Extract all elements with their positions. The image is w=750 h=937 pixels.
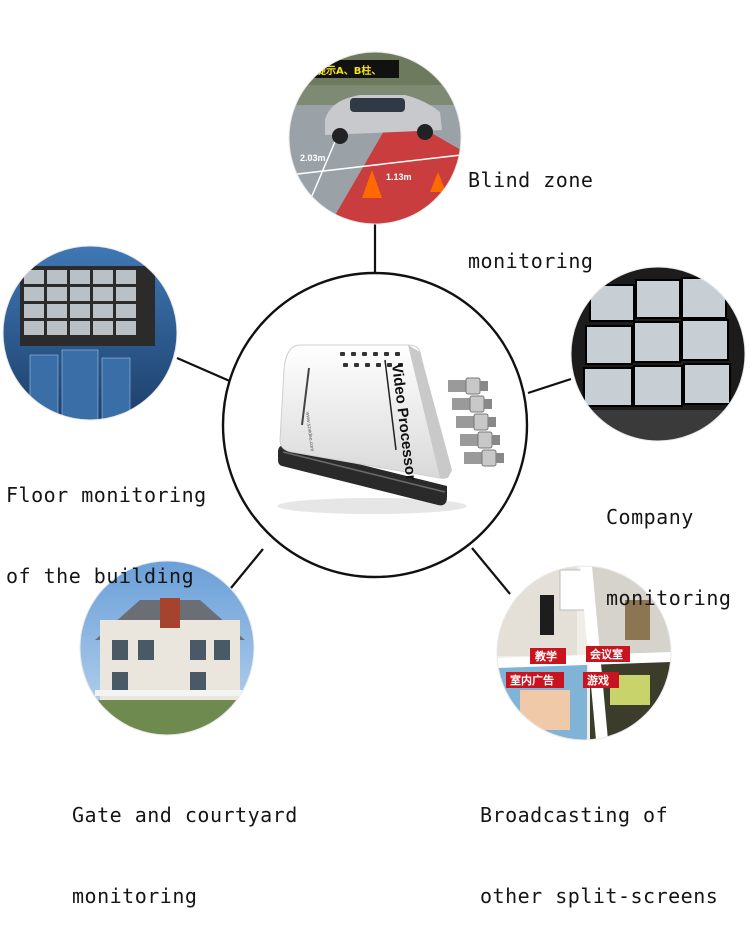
distance-left: 2.03m [300, 153, 326, 163]
device-small-text: www.szvideo.com [304, 412, 315, 452]
caption-company-line2: monitoring [606, 586, 732, 610]
page: Video Processor www.szvideo.com 盲区提示A、B柱… [2, 51, 746, 908]
broadcast-label-game: 游戏 [587, 673, 609, 687]
connector-right [527, 377, 572, 395]
caption-blind-zone: Blind zone monitoring [468, 113, 593, 302]
caption-gate-line1: Gate and courtyard [72, 803, 298, 827]
caption-broadcast-line1: Broadcasting of [480, 803, 669, 827]
caption-company: Company monitoring [606, 450, 731, 639]
caption-broadcast: Broadcasting of other split-screens [480, 748, 718, 937]
caption-blind-zone-line2: monitoring [468, 249, 594, 273]
caption-floor: Floor monitoring of the building [6, 428, 207, 617]
caption-floor-line1: Floor monitoring [6, 483, 207, 507]
connector-left [176, 356, 233, 384]
caption-broadcast-line2: other split-screens [480, 884, 719, 908]
broadcast-label-ads: 室内广告 [510, 673, 554, 687]
blind-zone-photo: 盲区提示A、B柱、 2.03m 1.13m [289, 52, 461, 224]
bnc-connectors [448, 377, 504, 467]
caption-company-line1: Company [606, 505, 694, 529]
video-processor-device: Video Processor www.szvideo.com [277, 344, 504, 514]
caption-gate: Gate and courtyard monitoring [72, 748, 298, 937]
blind-zone-banner: 盲区提示A、B柱、 [296, 64, 381, 77]
floor-monitoring-photo [3, 246, 177, 420]
diagram-canvas: Video Processor www.szvideo.com 盲区提示A、B柱… [2, 51, 746, 741]
caption-blind-zone-line1: Blind zone [468, 168, 594, 192]
company-monitoring-photo [571, 267, 745, 441]
connector-bottom-right [471, 547, 511, 595]
distance-right: 1.13m [386, 172, 412, 182]
broadcast-label-meeting: 会议室 [590, 647, 623, 661]
connector-bottom-left [230, 548, 264, 589]
broadcast-label-teaching: 教学 [534, 649, 557, 663]
connector-lines [176, 224, 572, 595]
caption-gate-line2: monitoring [72, 884, 198, 908]
caption-floor-line2: of the building [6, 564, 195, 588]
